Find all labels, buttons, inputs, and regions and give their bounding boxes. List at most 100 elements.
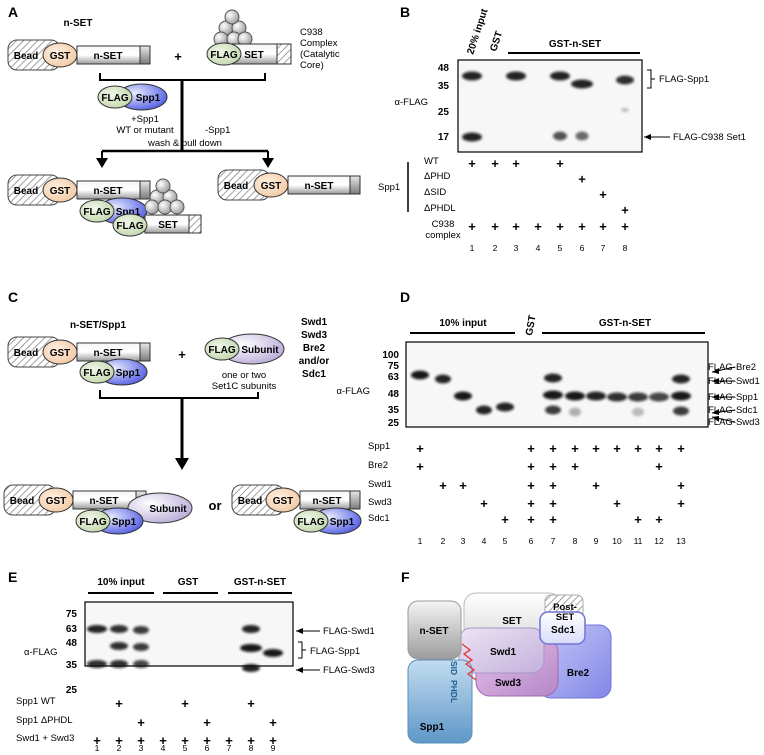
subunit-note-2: Set1C subunits <box>212 381 277 392</box>
blot-band <box>586 391 606 401</box>
plus-sign: + <box>501 512 509 527</box>
panel-d-plus-signs: ++++++++++++++++++++++++++++++ <box>416 441 685 527</box>
marker-25: 25 <box>438 107 450 118</box>
marker-100: 100 <box>382 350 399 361</box>
plus-sign: + <box>549 478 557 493</box>
marker-35: 35 <box>388 405 400 416</box>
blot-band <box>565 391 585 401</box>
flag-label: FLAG <box>297 517 324 528</box>
plus-sign: + <box>480 496 488 511</box>
label-nset: n-SET <box>420 626 449 637</box>
panel-a-letter: A <box>8 4 18 20</box>
label-swd1: Swd1 <box>490 647 517 658</box>
plus-sign: + <box>655 441 663 456</box>
plus-sign: + <box>634 441 642 456</box>
plus-sign: + <box>599 219 607 234</box>
label-swd3: Swd3 <box>495 678 522 689</box>
label-phdl: PHDL <box>449 680 459 703</box>
join-bracket <box>99 73 266 81</box>
lane-number: 1 <box>470 243 475 253</box>
label-bre2: Bre2 <box>567 668 590 679</box>
panel-c-letter: C <box>8 289 18 305</box>
flag-label: FLAG <box>116 221 143 232</box>
blot-e-bands <box>87 625 283 672</box>
subunit-list-5: Sdc1 <box>302 369 326 380</box>
lane-number: 5 <box>183 743 188 753</box>
nset-label: n-SET <box>94 348 123 359</box>
blot-b <box>457 59 643 153</box>
blot-band <box>263 649 283 657</box>
blot-band <box>575 131 589 141</box>
lane-header-gst: GST <box>488 30 505 53</box>
result-with-subunit: Bead GST n-SET Subunit FLAG Spp1 <box>3 484 193 535</box>
lane-number: 3 <box>461 536 466 546</box>
blot-band <box>628 392 648 402</box>
interaction-zigzag <box>461 643 477 681</box>
row-dphd: ΔPHD <box>424 171 451 182</box>
spp1-label: Spp1 <box>116 207 141 218</box>
lane-header-gst: GST <box>524 314 538 336</box>
label-sdc1: Sdc1 <box>551 625 575 636</box>
sdc1-block <box>539 611 586 645</box>
lane-number: 9 <box>271 743 276 753</box>
c938-complex-construct: FLAG SET C938 Complex (Catalytic Core) <box>206 9 340 71</box>
row-swd1-swd3: Swd1 + Swd3 <box>16 733 74 744</box>
plus-sign: + <box>115 696 123 711</box>
blot-band <box>673 406 689 416</box>
blot-band <box>496 402 514 412</box>
lane-header-gst-nset: GST-n-SET <box>549 39 601 50</box>
plus-sign: + <box>468 219 476 234</box>
plus-sign: + <box>225 733 233 748</box>
blot-band <box>476 405 492 415</box>
plus-sign: + <box>439 478 447 493</box>
row-dsid: ΔSID <box>424 187 446 198</box>
plus-sign: + <box>621 219 629 234</box>
flag-label: FLAG <box>101 93 128 104</box>
bead-label: Bead <box>10 496 34 507</box>
or-label: or <box>209 498 222 513</box>
plus-sign: + <box>137 733 145 748</box>
blot-band <box>550 71 570 81</box>
plus-sign: + <box>571 441 579 456</box>
plus-sign: + <box>549 441 557 456</box>
plus-sign: + <box>677 441 685 456</box>
gst-label: GST <box>50 186 71 197</box>
lane-number: 10 <box>612 536 622 546</box>
plus-sign: + <box>491 219 499 234</box>
marker-48: 48 <box>66 638 78 649</box>
blot-band <box>462 71 482 81</box>
flag-label: FLAG <box>208 345 235 356</box>
plus-sign: + <box>578 172 586 187</box>
marker-35: 35 <box>438 81 450 92</box>
blot-band <box>621 108 629 112</box>
lane-number: 2 <box>117 743 122 753</box>
label-set: SET <box>502 616 521 627</box>
row-swd3: Swd3 <box>368 497 392 508</box>
flag-spp1-addition: FLAG Spp1 <box>97 83 168 111</box>
bead-label: Bead <box>224 181 248 192</box>
row-spp1-dphdl: Spp1 ΔPHDL <box>16 715 73 726</box>
plus-sign: + <box>571 459 579 474</box>
plus-sign: + <box>578 219 586 234</box>
bead-label: Bead <box>238 496 262 507</box>
plus-sign: + <box>655 512 663 527</box>
plus-sign: + <box>527 512 535 527</box>
blot-band <box>543 390 563 400</box>
set-label: SET <box>158 220 177 231</box>
lane-number: 13 <box>676 536 686 546</box>
blot-band <box>571 79 593 89</box>
nset-label: n-SET <box>94 51 123 62</box>
lane-number: 4 <box>161 743 166 753</box>
complex-line-3: (Catalytic <box>300 49 340 60</box>
complex-row-2: complex <box>425 230 461 241</box>
lane-number: 4 <box>482 536 487 546</box>
panel-d-right-labels <box>711 366 736 423</box>
row-wt: WT <box>424 156 439 167</box>
blot-band <box>462 132 482 142</box>
row-group-spp1: Spp1 <box>378 182 400 193</box>
plus-sign: + <box>527 496 535 511</box>
right-label-swd3: FLAG-Swd3 <box>708 417 760 428</box>
complex-line-1: C938 <box>300 27 323 38</box>
lane-number: 1 <box>418 536 423 546</box>
